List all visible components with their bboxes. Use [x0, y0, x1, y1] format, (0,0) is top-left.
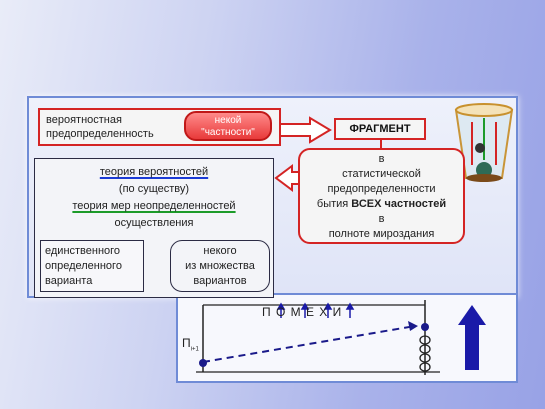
stat-line4: бытия ВСЕХ частностей	[300, 197, 463, 212]
single-line3: варианта	[45, 275, 93, 287]
glass-icon	[454, 103, 514, 182]
single-line2: определенного	[45, 260, 122, 272]
stat-line4a: бытия	[316, 198, 352, 210]
noise-title: П О М Е Х И	[262, 305, 343, 319]
many-line3: вариантов	[193, 275, 247, 287]
pill-line1: некой	[214, 115, 242, 126]
spring-icon	[419, 335, 431, 372]
statistical-box: в статистической предопределенности быти…	[298, 148, 465, 244]
stat-line2: статистической	[342, 168, 421, 180]
stat-line4b: ВСЕХ частностей	[351, 198, 447, 210]
noise-arrows	[276, 302, 355, 318]
theory-line2: (по существу)	[118, 183, 190, 195]
probabilistic-line2: предопределенность	[46, 128, 154, 140]
axis-label-sub: i+1	[190, 346, 199, 353]
arrow-to-fragment	[278, 116, 332, 144]
stat-line3: предопределенности	[327, 183, 436, 195]
pill-line2: "частности"	[201, 127, 255, 138]
stat-line5: в	[378, 213, 385, 225]
probabilistic-line1: вероятностная	[46, 114, 122, 126]
theory-line4: осуществления	[114, 217, 194, 229]
stat-line1: в	[378, 153, 385, 165]
axis-label: Пi+1	[182, 336, 199, 352]
single-variant-box: единственного определенного варианта	[40, 240, 144, 292]
theory-uncertainty: теория мер неопределенностей	[72, 200, 236, 212]
many-variants-box: некого из множества вариантов	[170, 240, 270, 292]
dashed-trajectory	[202, 325, 416, 363]
particular-pill: некой "частности"	[184, 111, 272, 141]
fragment-box: ФРАГМЕНТ	[334, 118, 426, 140]
theory-line1: теория вероятностей	[35, 164, 273, 181]
up-arrow-icon	[458, 305, 486, 370]
single-line1: единственного	[45, 245, 121, 257]
theory-line3: теория мер неопределенностей	[35, 198, 273, 215]
many-line2: из множества	[185, 260, 255, 272]
stat-line6: полноте мироздания	[328, 228, 435, 240]
theory-probability: теория вероятностей	[99, 166, 209, 178]
axis-label-main: П	[182, 336, 191, 350]
many-line1: некого	[203, 245, 237, 257]
noise-diagram	[196, 300, 486, 375]
